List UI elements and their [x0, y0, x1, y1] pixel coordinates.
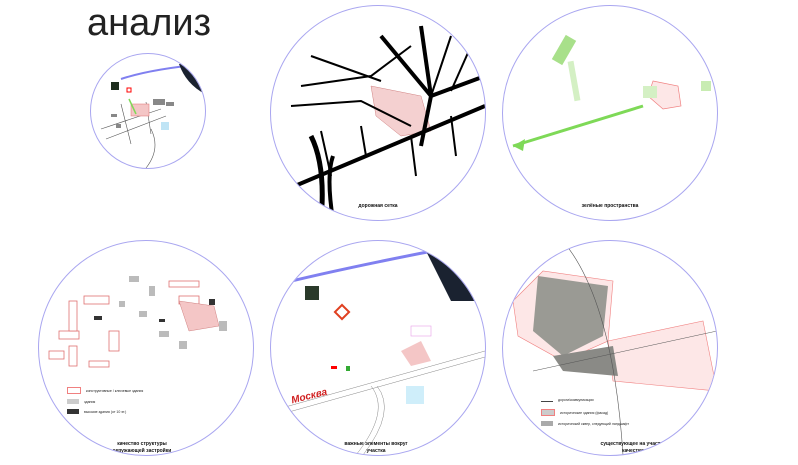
- legend-item: здания: [67, 399, 95, 404]
- panel-caption: важные элементы вокруг участка: [344, 441, 408, 454]
- important-elements-drawing: [271, 241, 485, 455]
- legend-item: исторический сквер, следующий ландшафт: [541, 421, 629, 426]
- panel-caption: существующее на участке качество: [600, 441, 666, 454]
- legend-item: высокие здания (от 10 эт.): [67, 409, 126, 414]
- green-spaces-drawing: [512, 34, 711, 151]
- panel-overview-map: [90, 53, 206, 169]
- legend-label: конструктивные / ключевые здания: [86, 388, 144, 393]
- panel-existing-quality: дороги/коммуникации исторические здания …: [502, 240, 718, 456]
- legend-item: конструктивные / ключевые здания: [67, 387, 143, 394]
- panel-caption: качество структуры окружающей застройки: [112, 441, 172, 454]
- legend-label: здания: [84, 399, 96, 404]
- legend-label: исторический сквер, следующий ландшафт: [558, 421, 629, 426]
- legend-label: высокие здания (от 10 эт.): [84, 409, 127, 414]
- panel-surrounding-buildings: конструктивные / ключевые здания здания …: [38, 240, 254, 456]
- panel-road-network: дорожная сетка: [270, 5, 486, 221]
- road-network-drawing: [271, 25, 485, 220]
- existing-quality-drawing: [512, 241, 717, 455]
- overview-map-drawing: [100, 59, 205, 168]
- legend-item: дороги/коммуникации: [541, 398, 594, 402]
- building-quality-drawing: [48, 276, 227, 368]
- legend-item: исторические здания (фасад): [541, 409, 608, 416]
- panel-caption: зелёные пространства: [581, 203, 639, 209]
- panel-green-spaces: зелёные пространства: [502, 5, 718, 221]
- panel-important-elements: Москва важные элементы вокруг участка: [270, 240, 486, 456]
- page-title: анализ: [87, 2, 212, 44]
- panel-caption: дорожная сетка: [358, 203, 398, 209]
- legend-label: дороги/коммуникации: [558, 398, 594, 402]
- legend-label: исторические здания (фасад): [560, 410, 609, 415]
